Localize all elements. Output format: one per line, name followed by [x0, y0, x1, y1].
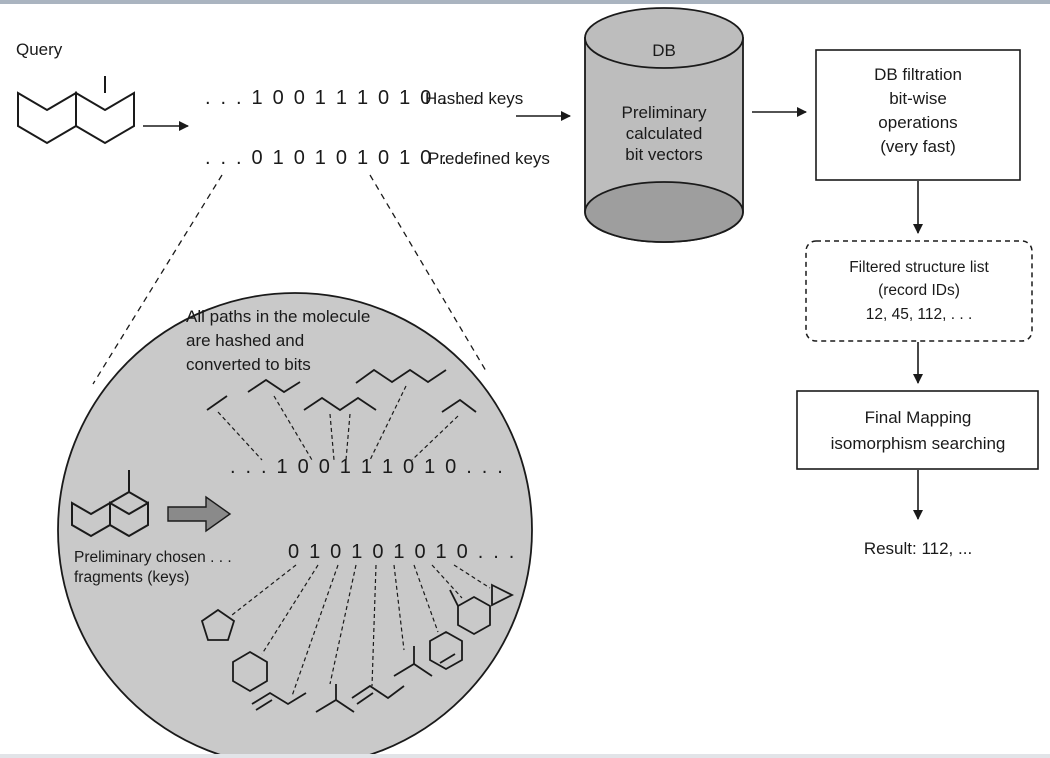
filtered-list-line-3: 12, 45, 112, . . .	[866, 306, 973, 323]
predefined-fragments-icon	[200, 583, 515, 713]
filtration-line-1: DB filtration	[874, 65, 962, 84]
zoom-line-right	[369, 174, 487, 372]
chosen-note-line-1: Preliminary chosen . . .	[74, 549, 232, 566]
final-mapping-line-1: Final Mapping	[865, 408, 972, 427]
final-mapping-line-2: isomorphism searching	[831, 434, 1006, 453]
circle-predefined-bits: 0 1 0 1 0 1 0 1 0 . . .	[288, 541, 517, 563]
paths-note-line-1: All paths in the molecule	[186, 307, 370, 326]
db-line-3: bit vectors	[625, 145, 702, 164]
query-molecule-icon	[17, 76, 135, 145]
chosen-note-line-2: fragments (keys)	[74, 569, 189, 586]
result-text: Result: 112, ...	[864, 539, 972, 558]
path-fragments-icon	[206, 368, 477, 413]
hashed-keys-label: Hashed keys	[425, 89, 523, 108]
hashed-mapping-lines	[217, 385, 459, 461]
zoom-line-left	[92, 174, 223, 385]
circle-molecule-icon	[71, 470, 149, 538]
paths-note-line-2: are hashed and	[186, 331, 304, 350]
transform-arrow-icon	[167, 495, 232, 533]
filtration-line-4: (very fast)	[880, 137, 956, 156]
hashed-keys-bits: . . . 1 0 0 1 1 1 0 1 0 . . .	[205, 87, 480, 109]
predefined-keys-bits: . . . 0 1 0 1 0 1 0 1 0 . . .	[205, 147, 480, 169]
circle-hashed-bits: . . . 1 0 0 1 1 1 0 1 0 . . .	[230, 456, 505, 478]
filtration-line-2: bit-wise	[889, 89, 947, 108]
predefined-keys-label: Predefined keys	[428, 149, 550, 168]
predefined-mapping-lines	[231, 564, 491, 697]
query-label: Query	[16, 40, 63, 59]
filtered-list-line-1: Filtered structure list	[849, 259, 989, 276]
bottom-border	[0, 754, 1050, 758]
db-title: DB	[652, 41, 676, 60]
final-mapping-box	[796, 390, 1039, 470]
magnified-circle	[57, 292, 533, 758]
filtration-box	[815, 49, 1021, 181]
filtered-list-box	[805, 240, 1033, 342]
db-line-2: calculated	[626, 124, 703, 143]
top-border	[0, 0, 1050, 4]
filtered-list-line-2: (record IDs)	[878, 282, 960, 299]
db-cylinder	[584, 7, 744, 243]
paths-note-line-3: converted to bits	[186, 355, 311, 374]
filtration-line-3: operations	[878, 113, 957, 132]
db-line-1: Preliminary	[621, 103, 707, 122]
